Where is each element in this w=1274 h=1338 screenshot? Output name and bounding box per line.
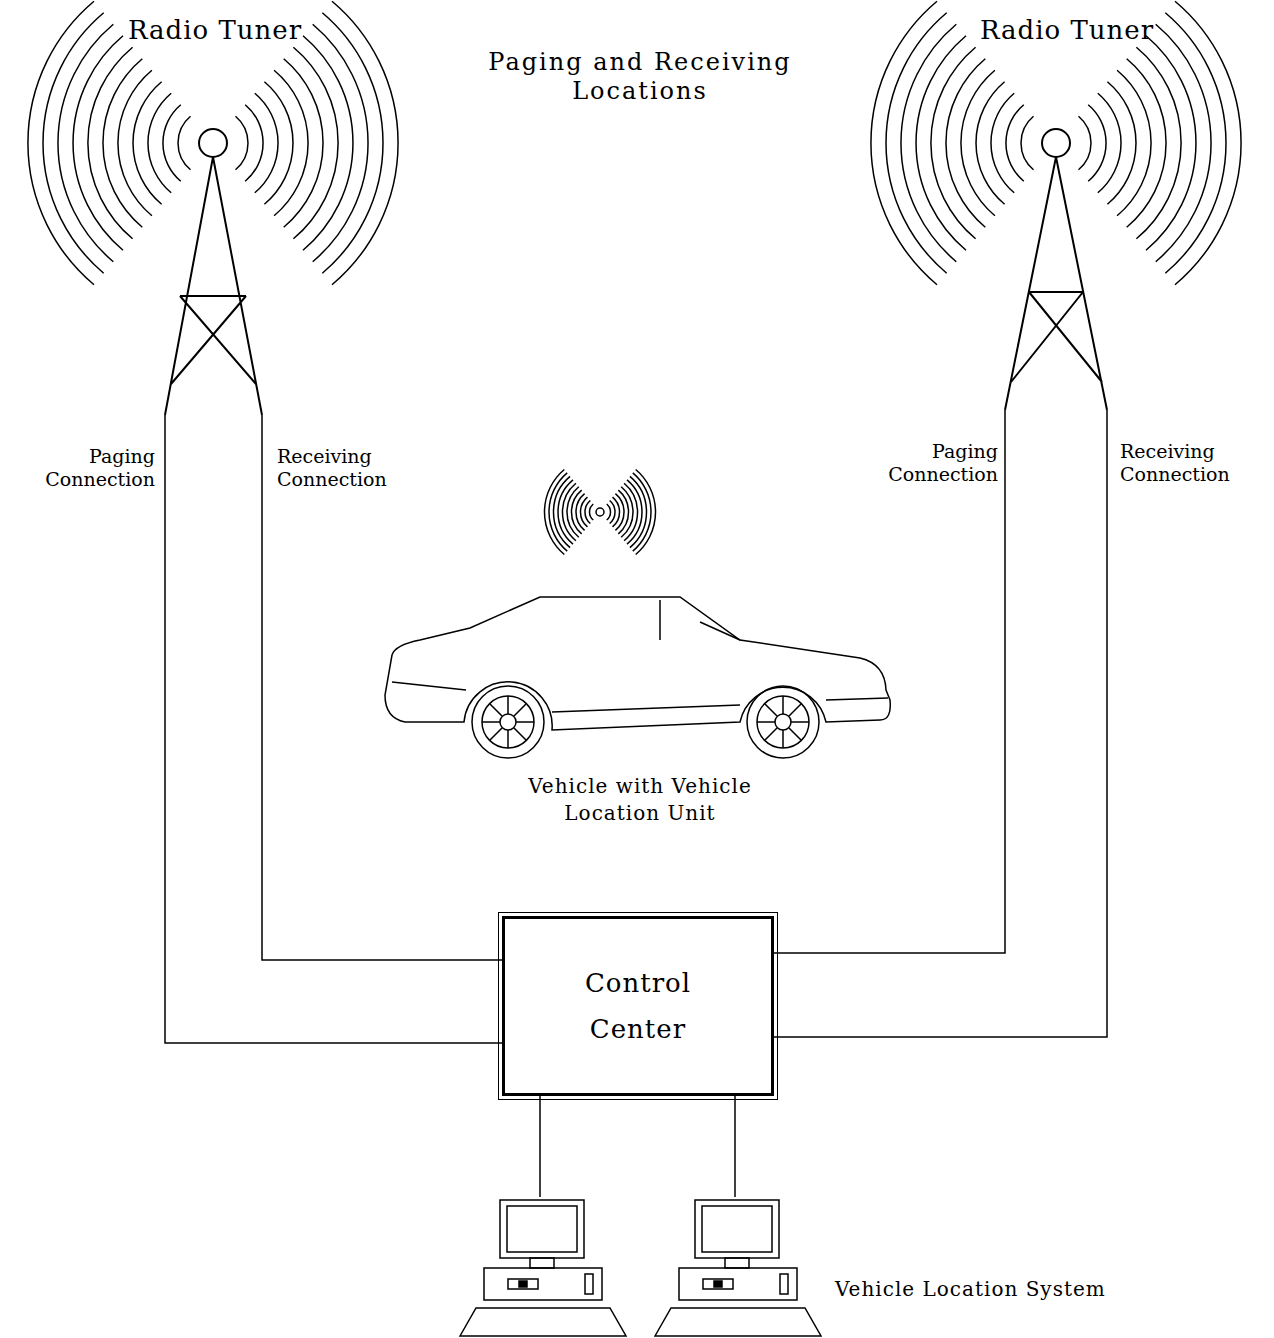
connection-line [774,410,1005,953]
label-anchor: Receiving Connection [1120,440,1230,486]
node-text: Radio Tuner [874,5,1260,45]
connection-label: Paging Connection [45,445,155,491]
node-text: Control Center [553,960,723,1052]
location-system: Vehicle Location System [455,1197,1171,1337]
label-anchor: Paging and Receiving Locations [475,48,805,106]
connection-label: Paging Connection [888,440,998,486]
connection-label: Receiving Connection [277,445,387,491]
label-anchor: Paging Connection [888,440,998,486]
radio-tower: Radio Tuner [22,5,408,415]
label-anchor: Receiving Connection [277,445,387,491]
connection-line [262,415,502,960]
left-tower [28,1,398,415]
node-text: Vehicle with Vehicle Location Unit [490,773,790,831]
node-text: Vehicle Location System [835,1277,1165,1301]
vehicle-unit: Vehicle with Vehicle Location Unit [380,470,900,831]
control-center-box: Control Center [502,916,774,1096]
connection-line [539,1096,541,1197]
radio-tower: Radio Tuner [874,5,1260,410]
computer-terminals [460,1200,821,1336]
node-text: Radio Tuner [22,5,408,45]
connection-label: Receiving Connection [1120,440,1230,486]
diagram-title: Paging and Receiving Locations [475,48,805,106]
connection-line [165,415,502,1043]
right-tower [871,1,1241,410]
label-anchor: Paging Connection [45,445,155,491]
car-signal [544,469,655,554]
connection-line [734,1096,736,1197]
connection-line [774,410,1107,1037]
car-illustration [385,597,890,758]
